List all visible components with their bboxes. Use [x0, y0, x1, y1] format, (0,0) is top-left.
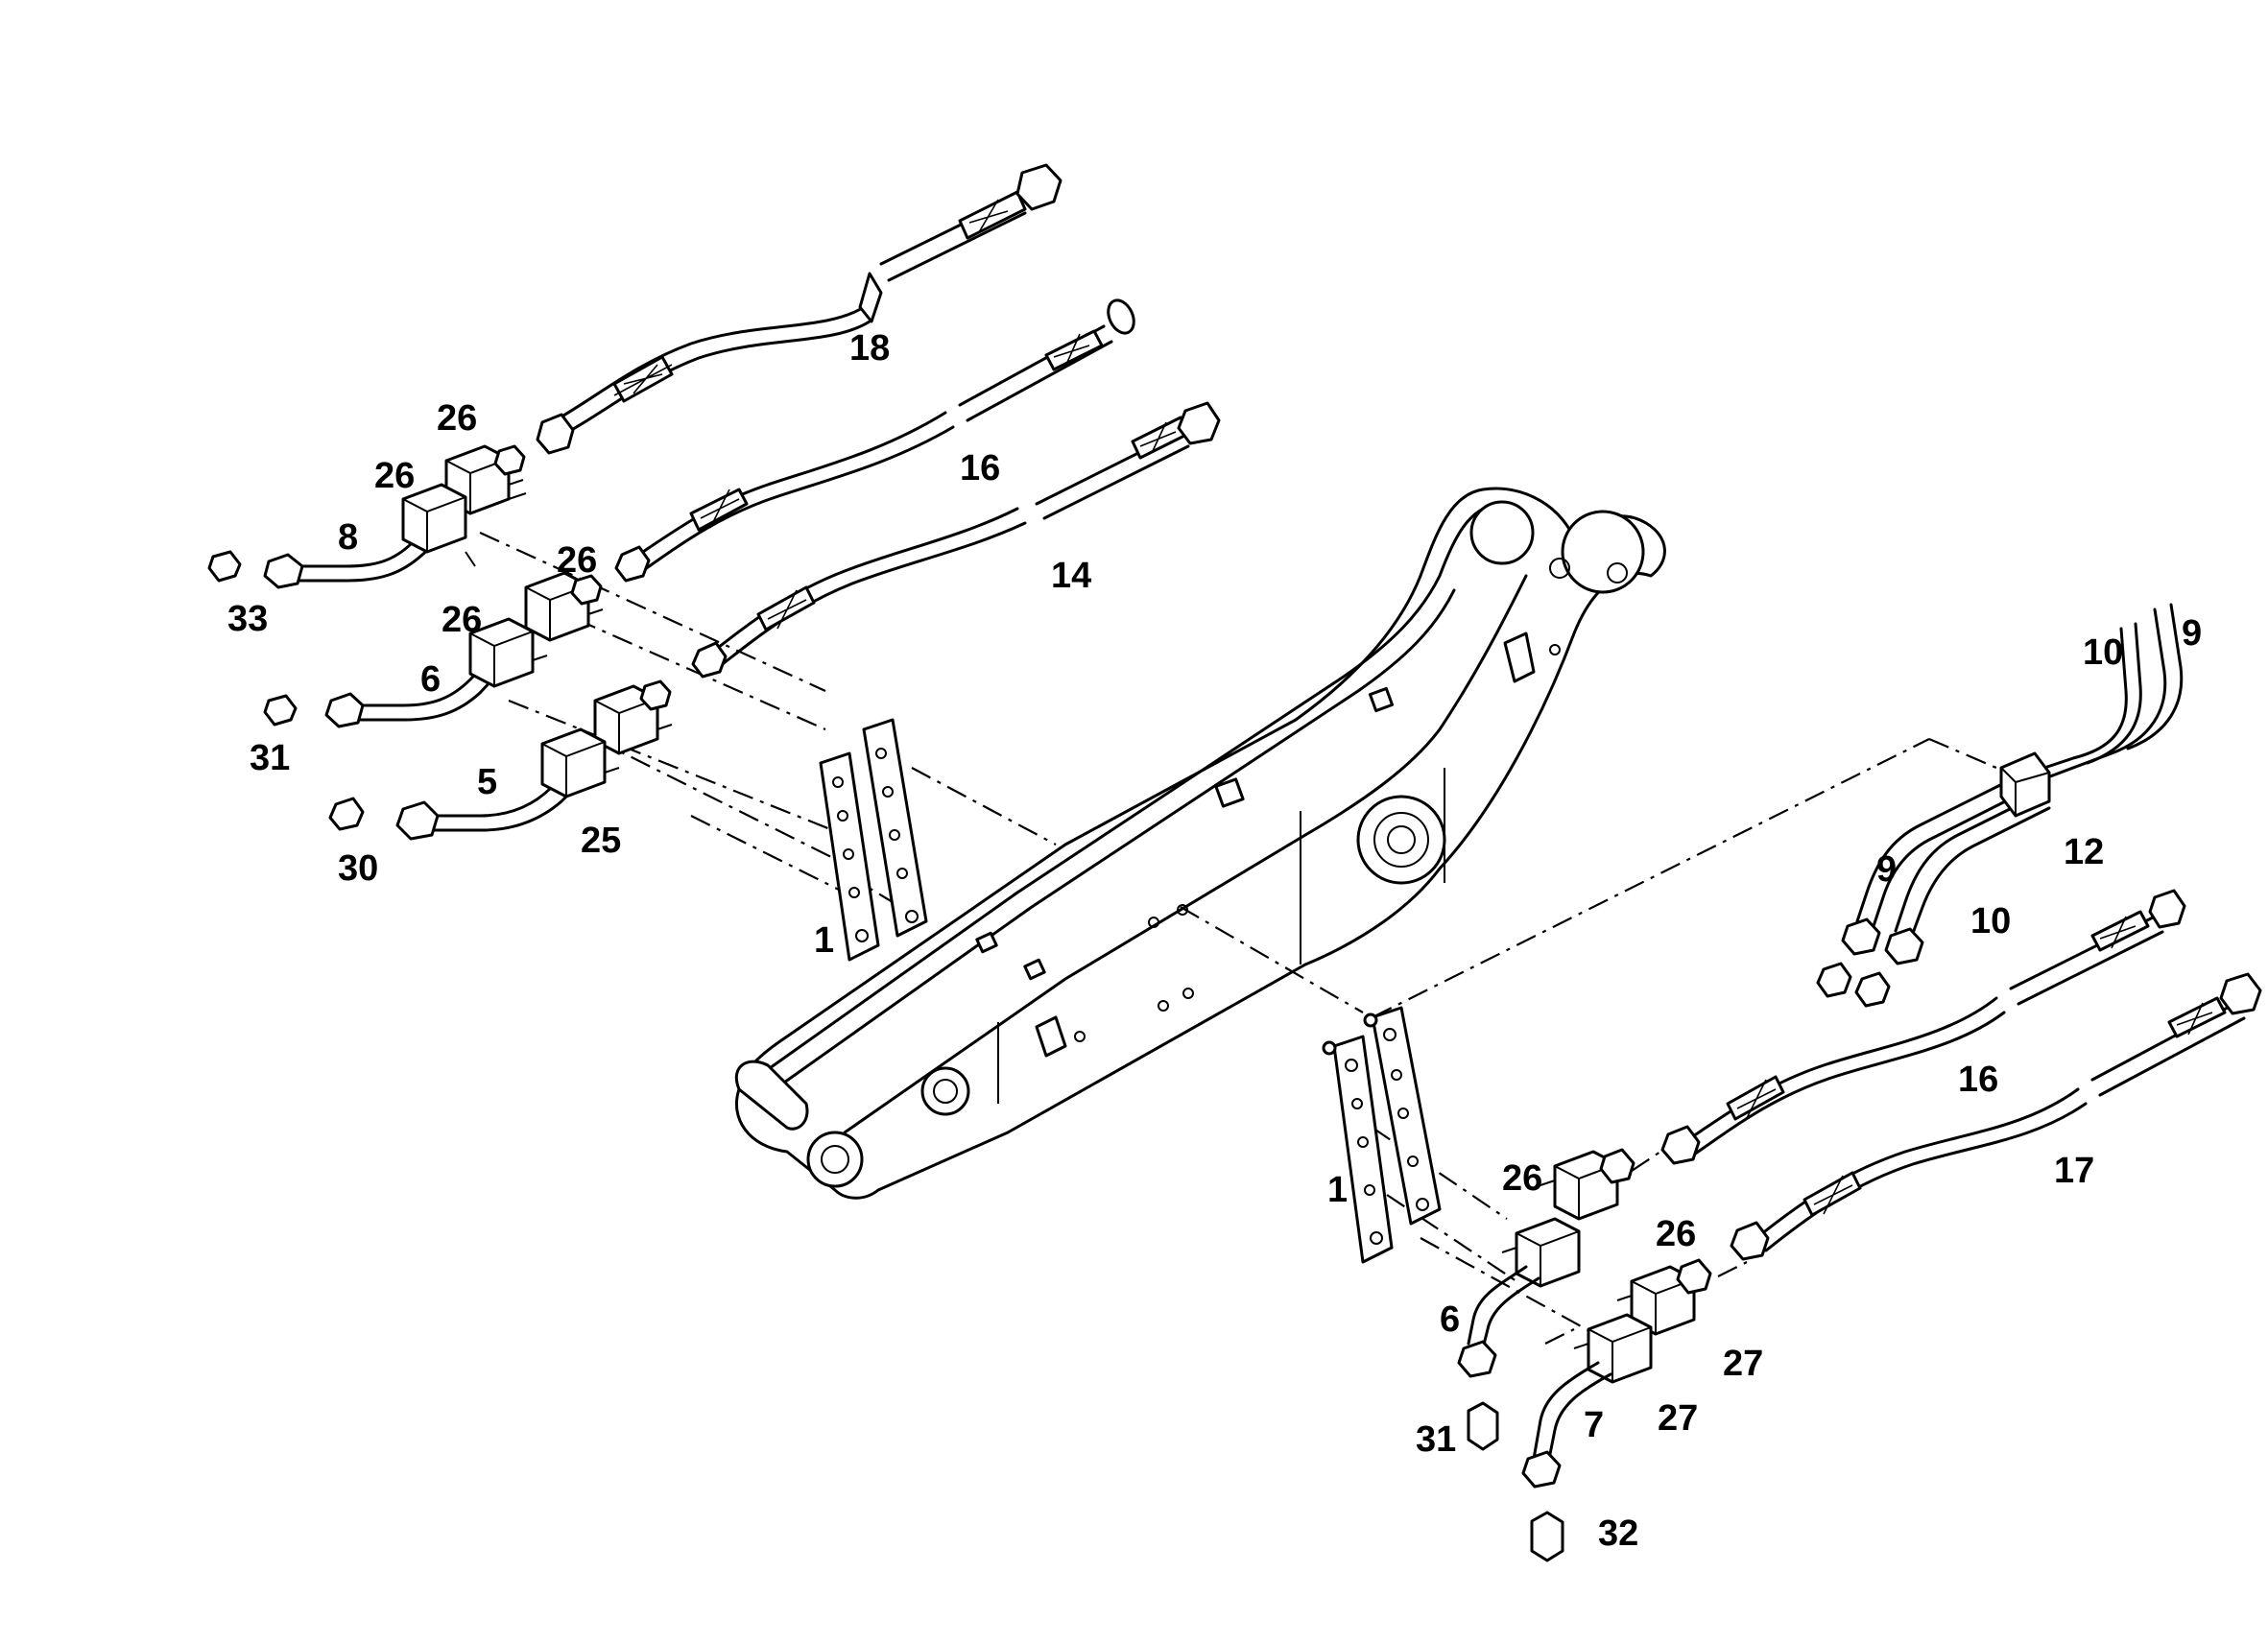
part-label-l26c: 26	[557, 540, 597, 581]
part-label-l26e: 26	[1502, 1158, 1542, 1199]
clamp-group-right	[1457, 1148, 1712, 1562]
part-label-l16a: 16	[960, 448, 1000, 488]
part-label-l6a: 6	[420, 659, 441, 700]
pipe-8	[207, 526, 439, 589]
mounting-plates-right	[1322, 1006, 1442, 1264]
part-label-l8: 8	[338, 517, 358, 558]
pipe-5	[328, 771, 578, 841]
boom-arm	[734, 487, 1666, 1200]
hose-17	[1730, 972, 2262, 1261]
part-label-l26a: 26	[437, 398, 477, 439]
mounting-plates-left	[819, 718, 928, 962]
part-label-l27a: 27	[1723, 1344, 1763, 1384]
hose-16-upper	[614, 298, 1135, 583]
hose-18	[536, 163, 1062, 455]
pipe-6-left	[263, 662, 496, 728]
part-label-l17: 17	[2054, 1151, 2094, 1191]
part-label-l12: 12	[2064, 832, 2104, 872]
part-label-l9b: 9	[1876, 849, 1897, 890]
part-label-l26f: 26	[1656, 1214, 1696, 1254]
hose-16-lower	[1660, 889, 2186, 1165]
part-label-l1a: 1	[814, 920, 834, 961]
clamp-group-left	[401, 444, 673, 798]
part-label-l10a: 10	[2083, 632, 2123, 673]
part-label-l26d: 26	[442, 600, 482, 640]
part-label-l30: 30	[338, 848, 378, 889]
assembly-lines	[479, 532, 1997, 1345]
part-label-l16b: 16	[1958, 1060, 1998, 1100]
part-label-l14: 14	[1051, 556, 1091, 596]
part-label-l27b: 27	[1658, 1398, 1698, 1439]
part-label-l31b: 31	[1416, 1419, 1456, 1460]
part-label-l25: 25	[581, 821, 621, 861]
part-label-l26b: 26	[374, 456, 415, 496]
part-label-l5: 5	[477, 762, 497, 802]
part-label-l6b: 6	[1440, 1299, 1460, 1340]
part-label-l7: 7	[1584, 1405, 1604, 1445]
part-label-l9a: 9	[2182, 613, 2202, 654]
part-label-l33: 33	[227, 599, 268, 639]
pipes-9-10	[1816, 603, 2184, 1008]
hose-14	[691, 401, 1221, 679]
part-label-l10b: 10	[1970, 901, 2011, 941]
part-label-l32: 32	[1598, 1513, 1638, 1554]
part-label-l31a: 31	[250, 738, 290, 778]
part-label-l18: 18	[849, 328, 890, 369]
part-label-l1b: 1	[1327, 1170, 1348, 1210]
